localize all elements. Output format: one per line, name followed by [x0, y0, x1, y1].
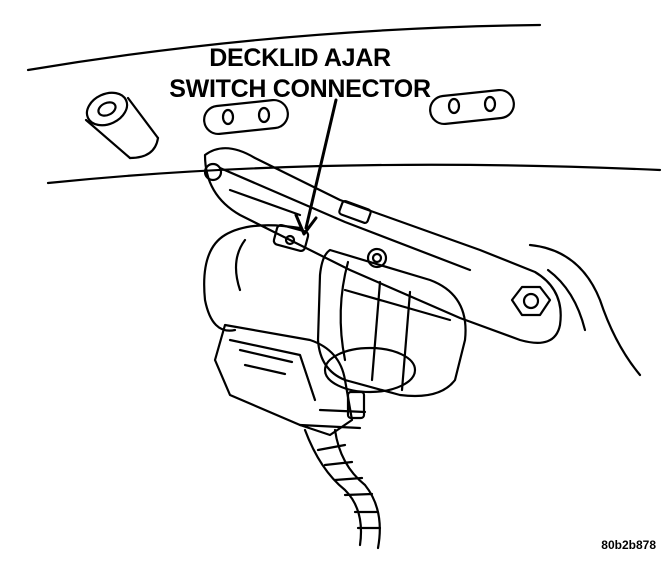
- decklid-upper-edge: [26, 23, 542, 72]
- leader-arrow-icon: [294, 98, 338, 236]
- decklid-side-panel-inner: [546, 268, 587, 332]
- mounting-hole-left: [203, 98, 289, 136]
- mounting-hole-right: [429, 88, 515, 126]
- decklid-lower-edge: [46, 163, 662, 185]
- decklid-side-panel: [528, 243, 642, 377]
- mounting-nut: [510, 285, 552, 317]
- figure-id: 80b2b878: [601, 538, 656, 552]
- actuator-body: [316, 248, 467, 398]
- latch-housing: [213, 323, 367, 437]
- callout-line-2: SWITCH CONNECTOR: [169, 75, 431, 103]
- rubber-bumper: [84, 91, 160, 160]
- callout-line-1: DECKLID AJAR: [209, 44, 391, 72]
- decklid-ajar-switch-connector: [272, 223, 310, 253]
- wiring-harness: [203, 224, 382, 550]
- latch-bracket: [203, 147, 562, 344]
